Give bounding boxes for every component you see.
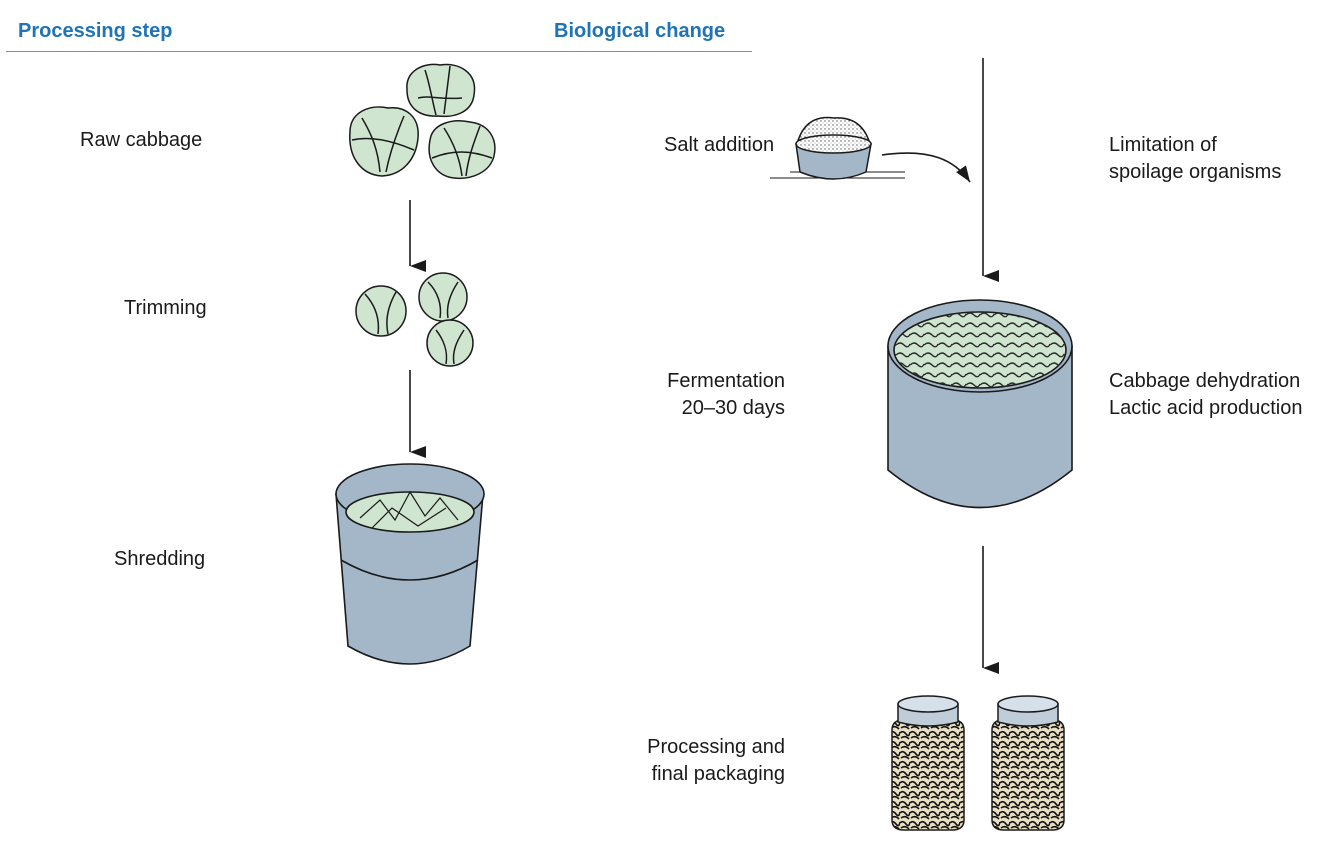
- label-shredding: Shredding: [114, 548, 206, 570]
- raw-cabbage-icon: [349, 63, 496, 180]
- header-divider: [6, 51, 752, 52]
- label-salt-addition: Salt addition: [664, 134, 775, 156]
- sauerkraut-jar-icon: [891, 695, 965, 831]
- label-trimming: Trimming: [124, 297, 207, 319]
- sauerkraut-jar-icon: [991, 695, 1065, 831]
- label-fermentation-line2: 20–30 days: [681, 397, 785, 419]
- label-processing-line2: final packaging: [651, 763, 785, 785]
- header-biological-change: Biological change: [554, 20, 726, 42]
- salt-bowl-icon: [770, 116, 905, 180]
- header-processing-step: Processing step: [18, 20, 173, 42]
- label-raw-cabbage: Raw cabbage: [80, 129, 203, 151]
- fermentation-vat-icon: [887, 299, 1073, 509]
- change-spoilage-line2: spoilage organisms: [1109, 161, 1282, 183]
- change-spoilage-limitation: Limitation of spoilage organisms: [1109, 132, 1281, 186]
- shredding-bucket-icon: [335, 463, 485, 665]
- label-processing-line1: Processing and: [647, 736, 785, 758]
- trimmed-cabbage-icon: [355, 272, 474, 367]
- arrow-salt-to-fermentation: [881, 152, 971, 183]
- change-fermentation: Cabbage dehydration Lactic acid producti…: [1109, 368, 1302, 422]
- label-fermentation: Fermentation 20–30 days: [620, 368, 785, 422]
- label-processing: Processing and final packaging: [600, 734, 785, 788]
- change-spoilage-line1: Limitation of: [1109, 134, 1217, 156]
- change-dehydration: Cabbage dehydration: [1109, 370, 1301, 392]
- label-fermentation-line1: Fermentation: [667, 370, 785, 392]
- change-lactic-acid: Lactic acid production: [1109, 397, 1303, 419]
